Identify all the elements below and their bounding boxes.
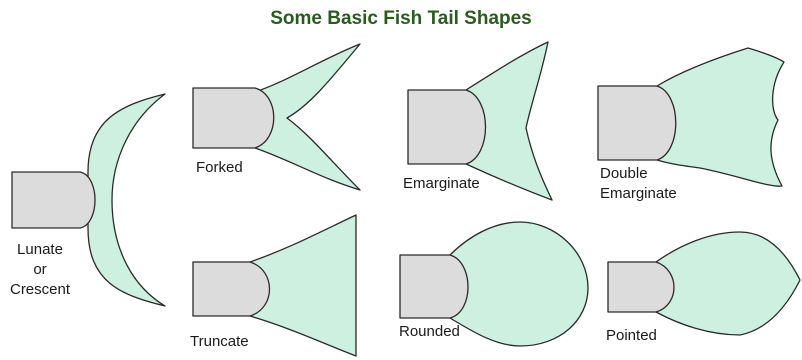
pointed-fin: [656, 232, 800, 335]
label-double-emarginate-line1: Double: [600, 164, 677, 184]
rounded-fin: [450, 222, 588, 346]
label-rounded: Rounded: [399, 322, 460, 342]
emarginate-peduncle: [408, 90, 486, 164]
lunate-peduncle: [12, 172, 95, 228]
tail-pointed: [608, 232, 800, 335]
label-double-emarginate-line2: Emarginate: [600, 184, 677, 204]
label-forked: Forked: [196, 158, 243, 178]
label-lunate: Lunate or Crescent: [8, 240, 72, 300]
double-emarginate-peduncle: [598, 86, 676, 160]
rounded-peduncle: [400, 255, 468, 318]
label-lunate-line3: Crescent: [8, 280, 72, 300]
pointed-peduncle: [608, 262, 674, 312]
label-lunate-line1: Lunate: [8, 240, 72, 260]
label-lunate-line2: or: [8, 260, 72, 280]
truncate-peduncle: [193, 262, 270, 316]
forked-peduncle: [193, 88, 274, 148]
label-emarginate: Emarginate: [403, 174, 480, 194]
lunate-fin: [88, 94, 165, 306]
label-pointed: Pointed: [606, 326, 657, 346]
label-truncate: Truncate: [190, 332, 249, 352]
label-double-emarginate: Double Emarginate: [600, 164, 677, 204]
